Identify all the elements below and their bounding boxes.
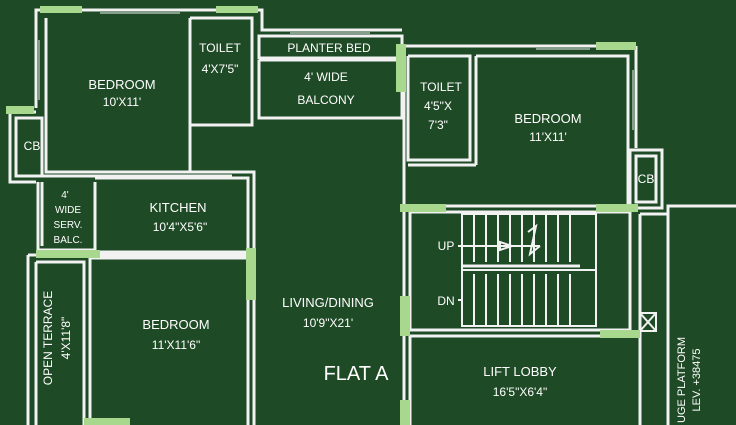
cb-right-inner [634, 154, 658, 204]
bedroom-top-right-size: 11'X11' [529, 130, 567, 144]
balcony-line-2: BALCONY [297, 93, 354, 107]
bedroom-top-left-name: BEDROOM [88, 77, 155, 92]
door [246, 248, 256, 300]
door [400, 204, 446, 212]
bedroom-top-right-name: BEDROOM [514, 111, 581, 126]
walls [8, 8, 736, 425]
bedroom-top-right-wall [408, 54, 630, 208]
service-balcony-line-2: WIDE [55, 205, 81, 216]
toilet-right-size-1: 4'5"X [424, 99, 452, 113]
openings [6, 6, 640, 425]
bedroom-top-left-wall [44, 18, 192, 174]
refuge-wall [640, 204, 736, 216]
duct-shaft [639, 312, 657, 332]
open-terrace-size: 4'X11'8" [59, 317, 73, 360]
open-terrace-wall [36, 260, 86, 425]
outer-wall-top-left [34, 8, 402, 108]
living-dining-name: LIVING/DINING [282, 295, 374, 310]
service-balcony-line-3: SERV. [54, 220, 83, 231]
bedroom-bottom-name: BEDROOM [142, 317, 209, 332]
cb-right-box [628, 148, 664, 210]
stair-break-line [527, 223, 541, 257]
flat-label: FLAT A [324, 363, 390, 385]
stair-up-arrowhead [499, 240, 516, 252]
kitchen-name: KITCHEN [149, 200, 206, 215]
door [600, 330, 640, 338]
kitchen-size: 10'4"X5'6" [153, 220, 207, 234]
lift-lobby-name: LIFT LOBBY [483, 364, 557, 379]
bedroom-bottom-size: 11'X11'6" [152, 338, 200, 352]
cb-left-inner [14, 116, 44, 178]
window [596, 42, 636, 50]
refuge-line-1: UGE PLATFORM [676, 337, 688, 423]
toilet-left-size: 4'X7'5" [202, 62, 239, 76]
window [84, 418, 130, 425]
duct-shaft-box [639, 312, 657, 332]
door [400, 400, 410, 425]
stair-treads-lower [473, 274, 571, 326]
staircase [458, 213, 597, 327]
room-labels: BEDROOM 10'X11' TOILET 4'X7'5" PLANTER B… [24, 41, 703, 423]
window [216, 6, 258, 13]
stair-up-label: UP [438, 239, 455, 253]
toilet-left-name: TOILET [199, 41, 241, 55]
window [40, 6, 82, 13]
toilet-right-name: TOILET [420, 80, 462, 94]
bedroom-top-left-size: 10'X11' [103, 95, 141, 109]
refuge-line-2: LEV. +38475 [691, 349, 703, 412]
door [36, 250, 100, 258]
toilet-right-size-2: 7'3" [428, 118, 448, 132]
cb-left-label: CB [24, 139, 41, 153]
living-wall-left [190, 170, 256, 425]
toilet-left-wall [190, 16, 254, 127]
lift-lobby-size: 16'5"X6'4" [493, 385, 547, 399]
stair-down-label: DN [437, 294, 454, 308]
window [6, 106, 34, 114]
living-dining-size: 10'9"X21' [303, 316, 353, 330]
duct-shaft-cross-b [639, 312, 657, 332]
toilet-right-wall [406, 54, 472, 162]
service-balcony-line-4: BALC. [54, 235, 83, 246]
balcony-line-1: 4' WIDE [304, 70, 348, 84]
open-terrace-name: OPEN TERRACE [41, 291, 55, 385]
door [400, 296, 410, 336]
service-balcony-line-1: 4' [61, 190, 69, 201]
cb-right-label: CB [638, 172, 655, 186]
door [596, 204, 638, 212]
kitchen-wall [95, 176, 250, 254]
balcony-wall [257, 58, 404, 120]
planter-bed-label: PLANTER BED [287, 41, 371, 55]
window [396, 44, 406, 92]
bedroom-bottom-wall [88, 256, 250, 425]
window-glazing [38, 12, 634, 130]
